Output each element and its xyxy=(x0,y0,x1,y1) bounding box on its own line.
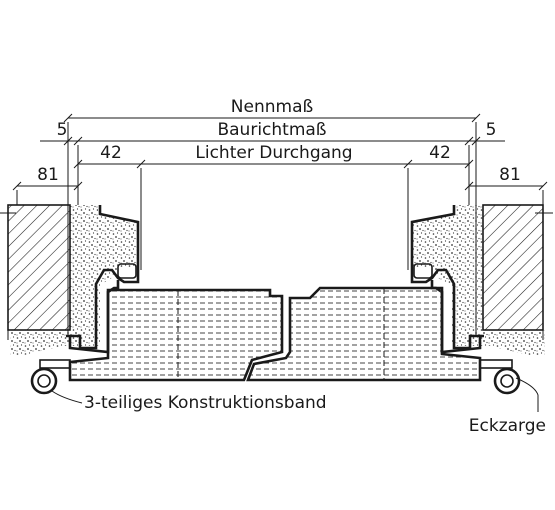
dimension-lines xyxy=(12,113,548,335)
left-mortar-fill xyxy=(10,205,137,356)
frame-left-label: 42 xyxy=(100,143,122,163)
offset-right-label: 5 xyxy=(486,120,497,140)
hinge-left xyxy=(30,359,71,395)
lichter-durchgang-label: Lichter Durchgang xyxy=(195,143,352,163)
hinge-right xyxy=(479,359,521,395)
left-wall xyxy=(0,204,71,340)
nennmass-label: Nennmaß xyxy=(231,97,313,117)
wall-right-label: 81 xyxy=(499,165,521,185)
door-leaf-left xyxy=(68,288,284,382)
door-leaf-right xyxy=(246,286,482,382)
baurichtmass-label: Baurichtmaß xyxy=(217,120,326,140)
frame-callout-label: Eckzarge xyxy=(469,416,546,436)
offset-left-label: 5 xyxy=(57,120,68,140)
right-wall xyxy=(482,204,553,340)
callout-leaders xyxy=(51,377,539,412)
hinge-callout-label: 3-teiliges Konstruktionsband xyxy=(84,393,327,413)
frame-right-label: 42 xyxy=(429,143,451,163)
wall-left-label: 81 xyxy=(37,165,59,185)
right-mortar-fill xyxy=(412,205,545,356)
